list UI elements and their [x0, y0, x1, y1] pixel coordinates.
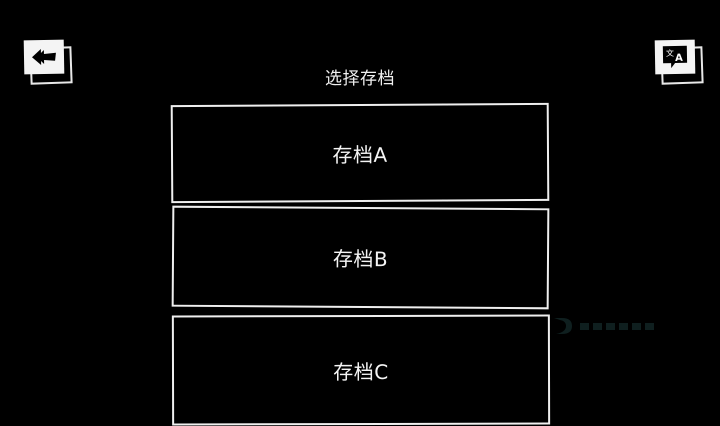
watermark-text: [580, 322, 654, 330]
page-title: 选择存档: [325, 69, 395, 89]
watermark-logo-icon: [554, 318, 572, 334]
save-slot-a[interactable]: 存档A: [170, 102, 550, 204]
back-button[interactable]: [23, 39, 73, 85]
card-face: [23, 39, 65, 75]
save-slot-label: 存档B: [332, 246, 389, 272]
svg-text:A: A: [675, 53, 683, 64]
save-slot-b[interactable]: 存档B: [171, 205, 550, 310]
card-face: 文 A: [654, 39, 696, 75]
save-slot-label: 存档A: [332, 142, 388, 167]
save-slot-label: 存档C: [333, 359, 389, 384]
translate-icon: 文 A: [662, 45, 688, 69]
svg-text:文: 文: [666, 48, 674, 58]
save-slot-c[interactable]: 存档C: [171, 314, 551, 426]
back-arrow-icon: [32, 49, 56, 66]
language-button[interactable]: 文 A: [654, 39, 704, 85]
watermark: [552, 316, 654, 336]
